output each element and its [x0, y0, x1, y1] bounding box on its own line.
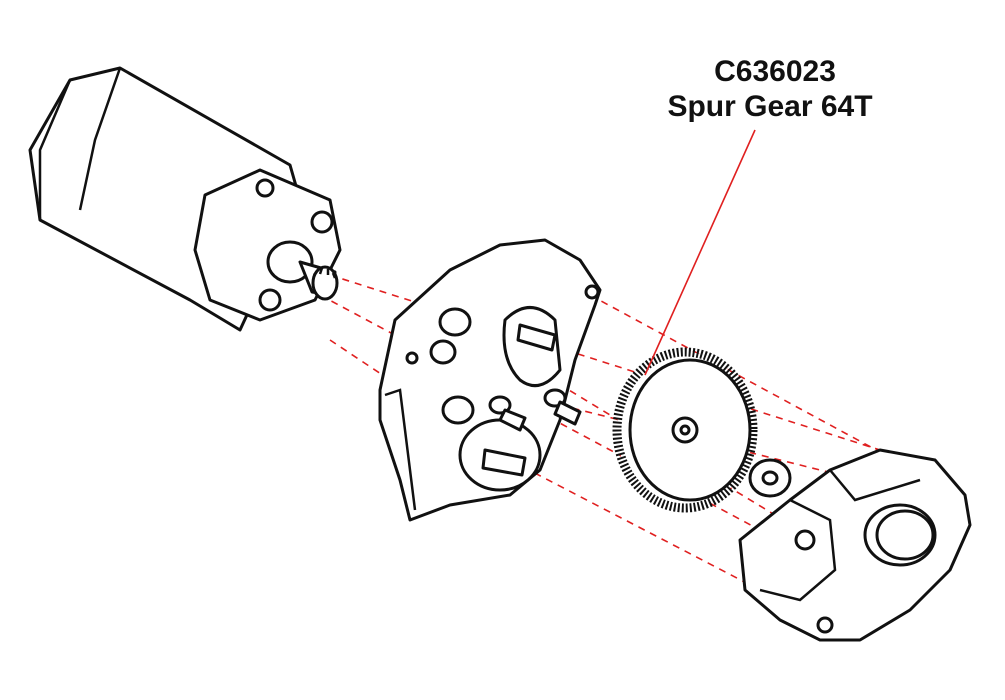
callout-leader-line [644, 129, 756, 376]
part-number-label: C636023 [714, 55, 836, 88]
gearbox-plate [378, 238, 602, 522]
pinion-gear [311, 265, 339, 301]
screw [488, 395, 527, 432]
motor [28, 66, 342, 332]
bearing [748, 458, 792, 498]
screw [543, 388, 582, 426]
gearbox-cover [738, 448, 972, 642]
spur-gear-64t [612, 347, 758, 513]
part-name-label: Spur Gear 64T [667, 90, 873, 123]
